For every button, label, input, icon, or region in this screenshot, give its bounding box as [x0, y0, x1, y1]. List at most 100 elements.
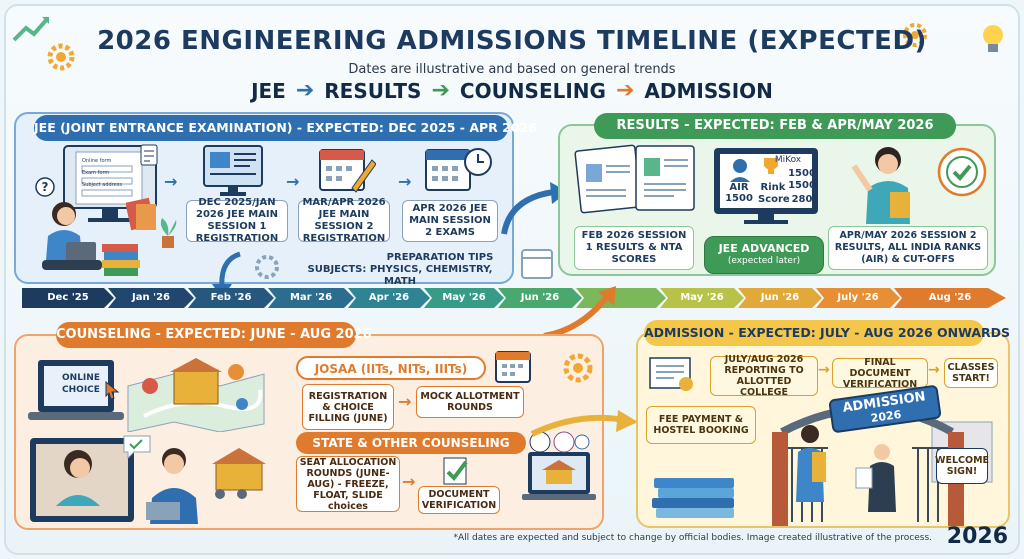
classes-start: CLASSES START! — [944, 358, 998, 388]
timeline-segment: Apr '26 — [348, 288, 430, 308]
lightbulb-icon — [983, 25, 1003, 52]
timeline-segment: July '26 — [816, 288, 900, 308]
results-header: RESULTS - EXPECTED: FEB & APR/MAY 2026 — [594, 113, 956, 139]
calendar-pencil-icon — [319, 149, 376, 193]
page-subtitle: Dates are illustrative and based on gene… — [348, 62, 676, 77]
jee-header: JEE (JOINT ENTRANCE EXAMINATION) - EXPEC… — [34, 115, 537, 141]
celebrating-student-illustration — [851, 147, 910, 224]
jee-step-session2-exams: APR 2026 JEE MAIN SESSION 2 EXAMS — [402, 200, 498, 242]
laptop-screen-text: ONLINE CHOICE — [62, 373, 100, 395]
jee-advanced-note: (expected later) — [727, 256, 801, 266]
flow-step-results: RESULTS — [324, 78, 422, 103]
flow-step-jee: JEE — [251, 78, 286, 103]
timeline-segment: Jun '26 — [738, 288, 822, 308]
flow-step-counseling: COUNSELING — [459, 78, 606, 103]
curved-arrow-icon — [543, 286, 616, 339]
registration-choice-filling: REGISTRATION & CHOICE FILLING (JUNE) — [302, 384, 394, 430]
monitor-icon — [203, 145, 263, 196]
jee-advanced-title: JEE ADVANCED — [718, 242, 810, 255]
laptop-college-icon — [522, 452, 596, 500]
calendar-clock-icon — [425, 148, 492, 191]
college-building-icon — [212, 448, 266, 499]
campus-map-illustration — [127, 358, 265, 432]
final-document-verification: FINAL DOCUMENT VERIFICATION — [832, 357, 928, 390]
arrow-right-icon: ➔ — [615, 78, 635, 103]
fee-payment-hostel: FEE PAYMENT & HOSTEL BOOKING — [646, 406, 756, 444]
form-line: Exam form — [82, 170, 110, 176]
jee-step-session2-registration: MAR/APR 2026 JEE MAIN SESSION 2 REGISTRA… — [298, 197, 390, 244]
arrow-right-icon: ➔ — [431, 78, 450, 103]
timeline-segment: May '26 — [424, 288, 504, 308]
prep-tips-subjects: SUBJECTS: PHYSICS, CHEMISTRY, MATH — [307, 264, 493, 287]
arrow-right-icon: → — [286, 172, 300, 191]
curved-arrow-icon — [530, 410, 638, 437]
plant-icon — [160, 218, 177, 248]
gear-icon — [563, 353, 593, 383]
jee-step-session1-registration: DEC 2025/JAN 2026 JEE MAIN SESSION 1 REG… — [186, 197, 288, 244]
computer-form-icon — [63, 145, 157, 222]
air-label: AIR — [729, 182, 749, 193]
chat-bubble-icon — [123, 435, 151, 460]
arrow-right-icon: → — [398, 392, 412, 411]
flow-step-admission: ADMISSION — [644, 78, 773, 103]
books-icon — [126, 197, 156, 231]
calendar-icon — [495, 351, 531, 383]
welcome-sign: WELCOME SIGN! — [935, 448, 989, 484]
books-stack-icon — [652, 478, 734, 518]
mock-allotment-rounds: MOCK ALLOTMENT ROUNDS — [416, 386, 524, 418]
results-monitor — [714, 148, 818, 224]
timeline-segment: Feb '26 — [188, 288, 274, 308]
page-title: 2026 ENGINEERING ADMISSIONS TIMELINE (EX… — [97, 26, 927, 56]
arrow-right-icon: ➔ — [295, 78, 315, 103]
gear-icon — [255, 255, 279, 279]
arrow-right-icon: → — [402, 472, 416, 491]
footnote: *All dates are expected and subject to c… — [453, 533, 932, 543]
scorecard-icon — [574, 144, 695, 214]
score-value: 280 — [791, 194, 813, 205]
timeline-segment: Jun '26 — [498, 288, 582, 308]
official-seal-icon — [937, 147, 987, 197]
arrow-right-icon: → — [928, 362, 940, 378]
calendar-icon — [521, 249, 553, 279]
results-screen-name: MiKox — [774, 155, 802, 165]
document-verification: DOCUMENT VERIFICATION — [418, 486, 500, 514]
admission-header: ADMISSION - EXPECTED: JULY - AUG 2026 ON… — [644, 320, 1010, 346]
form-line: Subject address — [82, 182, 122, 188]
timeline-segment: Dec '25 — [22, 288, 114, 308]
process-flow: JEE ➔ RESULTS ➔ COUNSELING ➔ ADMISSION — [0, 78, 1024, 103]
question-icon: ? — [35, 177, 55, 197]
counseling-header: COUNSELING - EXPECTED: JUNE - AUG 2026 — [56, 322, 372, 348]
checkmark-document-icon — [443, 457, 468, 485]
seal-icon — [529, 431, 590, 453]
seat-allocation-rounds: SEAT ALLOCATION ROUNDS (JUNE-AUG) - FREE… — [296, 456, 400, 512]
cursor-icon — [105, 380, 120, 400]
checklist-icon — [140, 144, 158, 166]
jee-advanced-badge: JEE ADVANCED (expected later) — [704, 236, 824, 274]
growth-arrow-icon — [12, 16, 50, 42]
air-value: 1500 — [725, 193, 753, 204]
student-laptop-illustration — [42, 202, 140, 276]
results-apr-may-2026: APR/MAY 2026 SESSION 2 RESULTS, ALL INDI… — [828, 226, 988, 270]
score-label: Score — [758, 194, 790, 205]
timeline-segment: May '26 — [660, 288, 744, 308]
timeline-segment: Mar '26 — [268, 288, 354, 308]
results-feb-2026: FEB 2026 SESSION 1 RESULTS & NTA SCORES — [574, 226, 694, 270]
gear-icon — [903, 23, 927, 47]
year-mark: 2026 — [946, 524, 1008, 549]
timeline-segment: Aug '26 — [894, 288, 1006, 308]
form-line: Online form — [82, 158, 112, 164]
josaa-pill: JOSAA (IITs, NITs, IIITs) — [296, 356, 486, 380]
screen-value: 1500 — [788, 168, 816, 179]
rank-label: Rink — [760, 182, 786, 193]
laptop-icon — [28, 360, 124, 420]
prep-tips-title: PREPARATION TIPS — [386, 252, 494, 263]
timeline-segment: Jan '26 — [108, 288, 194, 308]
reporting-to-college: JULY/AUG 2026 REPORTING TO ALLOTTED COLL… — [710, 354, 818, 398]
arrow-right-icon: → — [398, 172, 412, 191]
rank-value: 1500 — [788, 180, 816, 191]
gear-icon — [47, 43, 75, 71]
state-counseling-pill: STATE & OTHER COUNSELING — [296, 432, 526, 454]
arrow-right-icon: → — [164, 172, 178, 191]
arrow-right-icon: → — [818, 362, 830, 378]
certificate-icon — [649, 357, 693, 391]
